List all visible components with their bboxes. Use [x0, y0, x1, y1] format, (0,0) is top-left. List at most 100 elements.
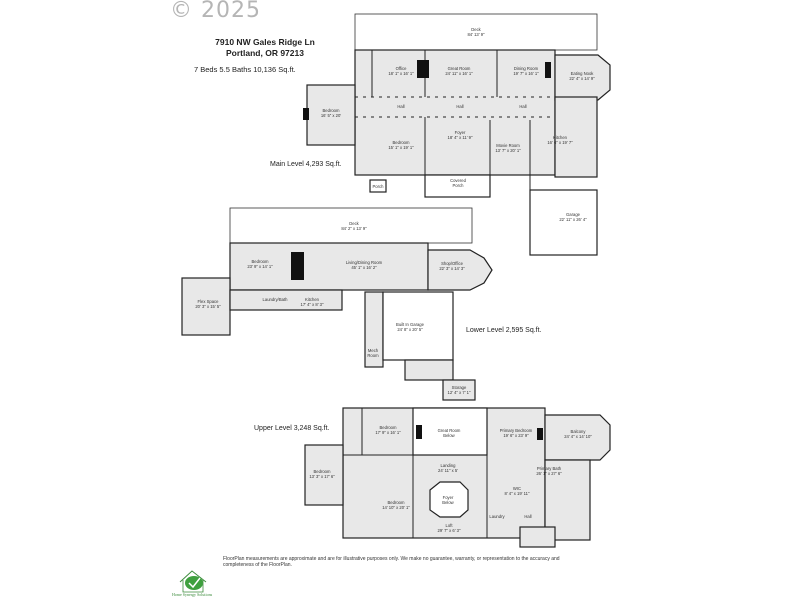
logo-text: Home Synergy Solutions: [172, 592, 213, 597]
room-name: Loft: [446, 523, 454, 528]
room-dimensions: 26' 1" x 27' 6": [536, 471, 562, 476]
room-name: Living/Dining Room: [346, 260, 383, 265]
room-name: Bedroom: [323, 108, 341, 113]
room-dimensions: 20' 3" x 15' 5": [195, 304, 221, 309]
room-dimensions: 45' 1" x 16' 2": [351, 265, 377, 270]
address-line-1: 7910 NW Gales Ridge Ln: [215, 37, 315, 47]
room-dimensions: 22' 3" x 14' 3": [439, 266, 465, 271]
lower-level-plan: [181, 207, 493, 401]
room-dimensions: Room: [367, 353, 379, 358]
property-stats: 7 Beds 5.5 Baths 10,136 Sq.ft.: [194, 65, 296, 74]
room-name: Great Room: [438, 428, 461, 433]
room-dimensions: 23' 9" x 14' 1": [247, 264, 273, 269]
room-dimensions: Below: [443, 433, 455, 438]
room-dimensions: 18' 4" x 11' 9": [448, 135, 473, 140]
room-dimensions: Below: [442, 500, 454, 505]
disclaimer: FloorPlan measurements are approximate a…: [223, 556, 560, 568]
upper-level-plan: [304, 407, 611, 548]
room-name: Primary Bedroom: [500, 428, 533, 433]
room-name: Hall: [524, 514, 531, 519]
room-dimensions: 15' 1" x 19' 1": [388, 145, 414, 150]
copyright-watermark: © 2025: [170, 0, 261, 23]
room-name: Covered: [450, 178, 466, 183]
room-name: Dining Room: [514, 66, 539, 71]
room-name: Primary Bath: [537, 466, 562, 471]
room-dimensions: 17' 4" x 8' 3": [301, 302, 324, 307]
room-dimensions: 16' 6" x 19' 7": [547, 140, 573, 145]
room-dimensions: Porch: [453, 183, 465, 188]
room-dimensions: 19' 6" x 23' 9": [503, 433, 529, 438]
room-name: Office: [396, 66, 408, 71]
room-name: Deck: [349, 221, 359, 226]
room-name: Porch: [373, 184, 385, 189]
room-name: Bedroom: [314, 469, 332, 474]
room-name: Shop/Office: [441, 261, 463, 266]
room-dimensions: 22' 4" x 14' 9": [569, 76, 595, 81]
room-label: Hall: [456, 104, 463, 109]
room-name: Hall: [519, 104, 526, 109]
room-name: Great Room: [448, 66, 471, 71]
room-dimensions: 19' 7" x 16' 1": [513, 71, 539, 76]
room-name: Hall: [397, 104, 404, 109]
room-name: Bedroom: [388, 500, 406, 505]
room-name: Laundry: [489, 514, 505, 519]
room-dimensions: 17' 9" x 16' 1": [375, 430, 401, 435]
room-label: Laundry/Bath: [263, 297, 289, 302]
room-dimensions: 13' 7" x 20' 1": [495, 148, 521, 153]
room-name: Bedroom: [393, 140, 411, 145]
room-name: Built In Garage: [396, 322, 425, 327]
room-name: Kitchen: [553, 135, 568, 140]
room-name: Mech: [368, 348, 379, 353]
room-dimensions: 84' 13' 9": [467, 32, 485, 37]
room-name: WIC: [513, 486, 521, 491]
lower-level-label: Lower Level 2,595 Sq.ft.: [466, 327, 542, 334]
upper-level-label: Upper Level 3,248 Sq.ft.: [254, 425, 330, 432]
room-dimensions: 22' 11" x 26' 4": [559, 217, 587, 222]
room-name: Foyer: [455, 130, 466, 135]
room-name: Laundry/Bath: [263, 297, 289, 302]
room-name: Bedroom: [380, 425, 398, 430]
room-name: Landing: [441, 463, 457, 468]
room-dimensions: 16' 5" x 20': [321, 113, 342, 118]
room-label: Laundry: [489, 514, 505, 519]
room-name: Garage: [566, 212, 581, 217]
room-dimensions: 18' 1" x 16' 1": [388, 71, 414, 76]
property-address: 7910 NW Gales Ridge Ln Portland, OR 9721…: [190, 37, 340, 59]
room-label: Porch: [373, 184, 385, 189]
room-dimensions: 24' 11" x 5': [438, 468, 458, 473]
room-name: Eating Nook: [571, 71, 595, 76]
room-dimensions: 24' 11" x 16' 1": [445, 71, 473, 76]
room-dimensions: 13' 3" x 17' 6": [309, 474, 335, 479]
room-dimensions: 14' 10" x 20' 1": [382, 505, 410, 510]
room-dimensions: 24' 4" x 14' 10": [564, 434, 592, 439]
main-level-label: Main Level 4,293 Sq.ft.: [270, 161, 342, 168]
